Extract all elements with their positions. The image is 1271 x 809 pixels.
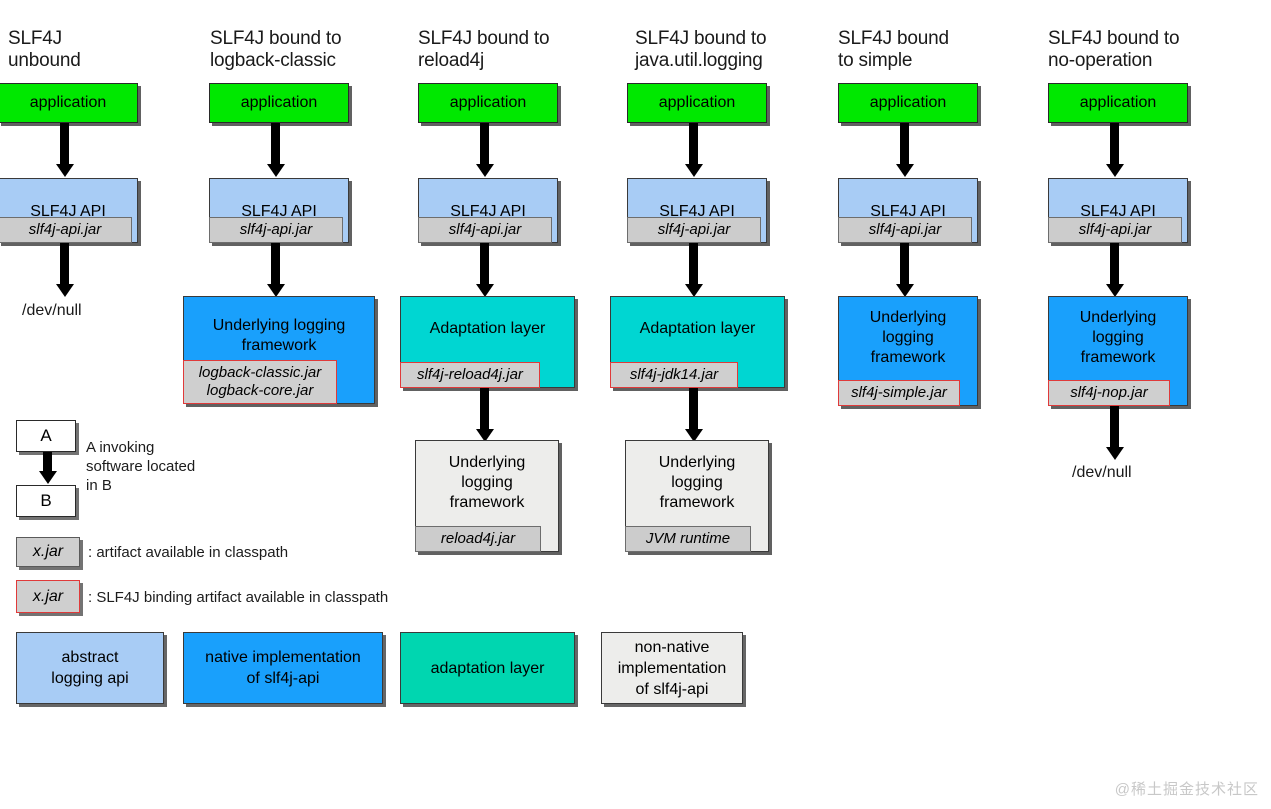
key-box-abstract-logging-api: abstract logging api xyxy=(16,632,164,704)
node-underlying-framework-col3: Underlying logging framework reload4j.ja… xyxy=(415,440,559,552)
node-underlying-framework-col4: Underlying logging framework JVM runtime xyxy=(625,440,769,552)
legend-box-a: A xyxy=(16,420,76,452)
key-box-adaptation-layer: adaptation layer xyxy=(400,632,575,704)
jar-chip-binding: logback-classic.jar logback-core.jar xyxy=(183,360,337,404)
node-application-col1: application xyxy=(0,83,138,123)
node-label: application xyxy=(29,94,107,111)
jar-chip-binding: slf4j-simple.jar xyxy=(838,380,960,406)
arrow-framework-to-devnull-col6 xyxy=(1110,406,1119,448)
node-adaptation-layer-col4: Adaptation layer slf4j-jdk14.jar xyxy=(610,296,785,388)
legend-chip-binding-artifact: x.jar xyxy=(16,580,80,613)
arrow-api-to-framework-col5 xyxy=(900,243,909,285)
arrow-app-to-api-col2 xyxy=(271,123,280,165)
key-box-non-native-implementation: non-native implementation of slf4j-api xyxy=(601,632,743,704)
node-label: application xyxy=(658,94,736,111)
node-label: SLF4J API xyxy=(659,203,735,220)
jar-chip-binding: slf4j-nop.jar xyxy=(1048,380,1170,406)
column-title-reload4j: SLF4J bound to reload4j xyxy=(418,28,550,71)
node-application-col2: application xyxy=(209,83,349,123)
node-label: SLF4J API xyxy=(241,203,317,220)
node-label: application xyxy=(869,94,947,111)
arrow-app-to-api-col4 xyxy=(689,123,698,165)
jar-chip: slf4j-api.jar xyxy=(209,217,343,243)
node-label: SLF4J API xyxy=(30,203,106,220)
legend-arrow-a-to-b xyxy=(43,452,52,472)
node-label: SLF4J API xyxy=(450,203,526,220)
arrow-app-to-api-col3 xyxy=(480,123,489,165)
arrow-adaptation-to-framework-col3 xyxy=(480,388,489,430)
node-label: Underlying logging framework xyxy=(212,316,346,354)
node-underlying-framework-col6: Underlying logging framework slf4j-nop.j… xyxy=(1048,296,1188,406)
node-label: SLF4J API xyxy=(1080,203,1156,220)
node-label: Adaptation layer xyxy=(429,319,546,337)
node-slf4j-api-col4: SLF4J API slf4j-api.jar xyxy=(627,178,767,243)
column-title-java-util-logging: SLF4J bound to java.util.logging xyxy=(635,28,767,71)
jar-chip: slf4j-api.jar xyxy=(1048,217,1182,243)
node-label: Underlying logging framework xyxy=(869,308,947,366)
node-label: SLF4J API xyxy=(870,203,946,220)
jar-chip-binding: slf4j-reload4j.jar xyxy=(400,362,540,388)
legend-binding-artifact-description: : SLF4J binding artifact available in cl… xyxy=(88,589,389,606)
node-label: Underlying logging framework xyxy=(448,453,526,511)
jar-chip: slf4j-api.jar xyxy=(627,217,761,243)
node-underlying-framework-col2: Underlying logging framework logback-cla… xyxy=(183,296,375,404)
arrow-api-to-adaptation-col4 xyxy=(689,243,698,285)
node-label: Adaptation layer xyxy=(639,319,756,337)
arrow-app-to-api-col1 xyxy=(60,123,69,165)
node-slf4j-api-col3: SLF4J API slf4j-api.jar xyxy=(418,178,558,243)
node-slf4j-api-col6: SLF4J API slf4j-api.jar xyxy=(1048,178,1188,243)
column-title-logback-classic: SLF4J bound to logback-classic xyxy=(210,28,342,71)
legend-artifact-description: : artifact available in classpath xyxy=(88,544,289,561)
node-application-col4: application xyxy=(627,83,767,123)
node-application-col6: application xyxy=(1048,83,1188,123)
column-title-no-operation: SLF4J bound to no-operation xyxy=(1048,28,1180,71)
arrow-api-to-adaptation-col3 xyxy=(480,243,489,285)
node-label: Underlying logging framework xyxy=(1079,308,1157,366)
node-label: application xyxy=(449,94,527,111)
jar-chip-binding: slf4j-jdk14.jar xyxy=(610,362,738,388)
node-slf4j-api-col5: SLF4J API slf4j-api.jar xyxy=(838,178,978,243)
node-label: application xyxy=(1079,94,1157,111)
jar-chip: slf4j-api.jar xyxy=(0,217,132,243)
node-adaptation-layer-col3: Adaptation layer slf4j-reload4j.jar xyxy=(400,296,575,388)
jar-chip: reload4j.jar xyxy=(415,526,541,552)
node-application-col5: application xyxy=(838,83,978,123)
jar-chip: slf4j-api.jar xyxy=(838,217,972,243)
legend-box-b: B xyxy=(16,485,76,517)
arrow-app-to-api-col5 xyxy=(900,123,909,165)
legend-chip-artifact: x.jar xyxy=(16,537,80,567)
watermark: @稀土掘金技术社区 xyxy=(1114,781,1259,798)
column-title-simple: SLF4J bound to simple xyxy=(838,28,949,71)
node-label: application xyxy=(240,94,318,111)
jar-chip: JVM runtime xyxy=(625,526,751,552)
node-slf4j-api-col2: SLF4J API slf4j-api.jar xyxy=(209,178,349,243)
sink-label-devnull-col6: /dev/null xyxy=(1072,464,1132,481)
arrow-api-to-framework-col6 xyxy=(1110,243,1119,285)
node-underlying-framework-col5: Underlying logging framework slf4j-simpl… xyxy=(838,296,978,406)
arrow-adaptation-to-framework-col4 xyxy=(689,388,698,430)
arrow-app-to-api-col6 xyxy=(1110,123,1119,165)
node-application-col3: application xyxy=(418,83,558,123)
jar-chip: slf4j-api.jar xyxy=(418,217,552,243)
key-box-native-implementation: native implementation of slf4j-api xyxy=(183,632,383,704)
node-label: Underlying logging framework xyxy=(658,453,736,511)
sink-label-devnull-col1: /dev/null xyxy=(22,302,82,319)
legend-invocation-description: A invoking software located in B xyxy=(86,439,196,494)
node-slf4j-api-col1: SLF4J API slf4j-api.jar xyxy=(0,178,138,243)
column-title-unbound: SLF4J unbound xyxy=(8,28,81,71)
arrow-api-to-devnull-col1 xyxy=(60,243,69,285)
arrow-api-to-framework-col2 xyxy=(271,243,280,285)
